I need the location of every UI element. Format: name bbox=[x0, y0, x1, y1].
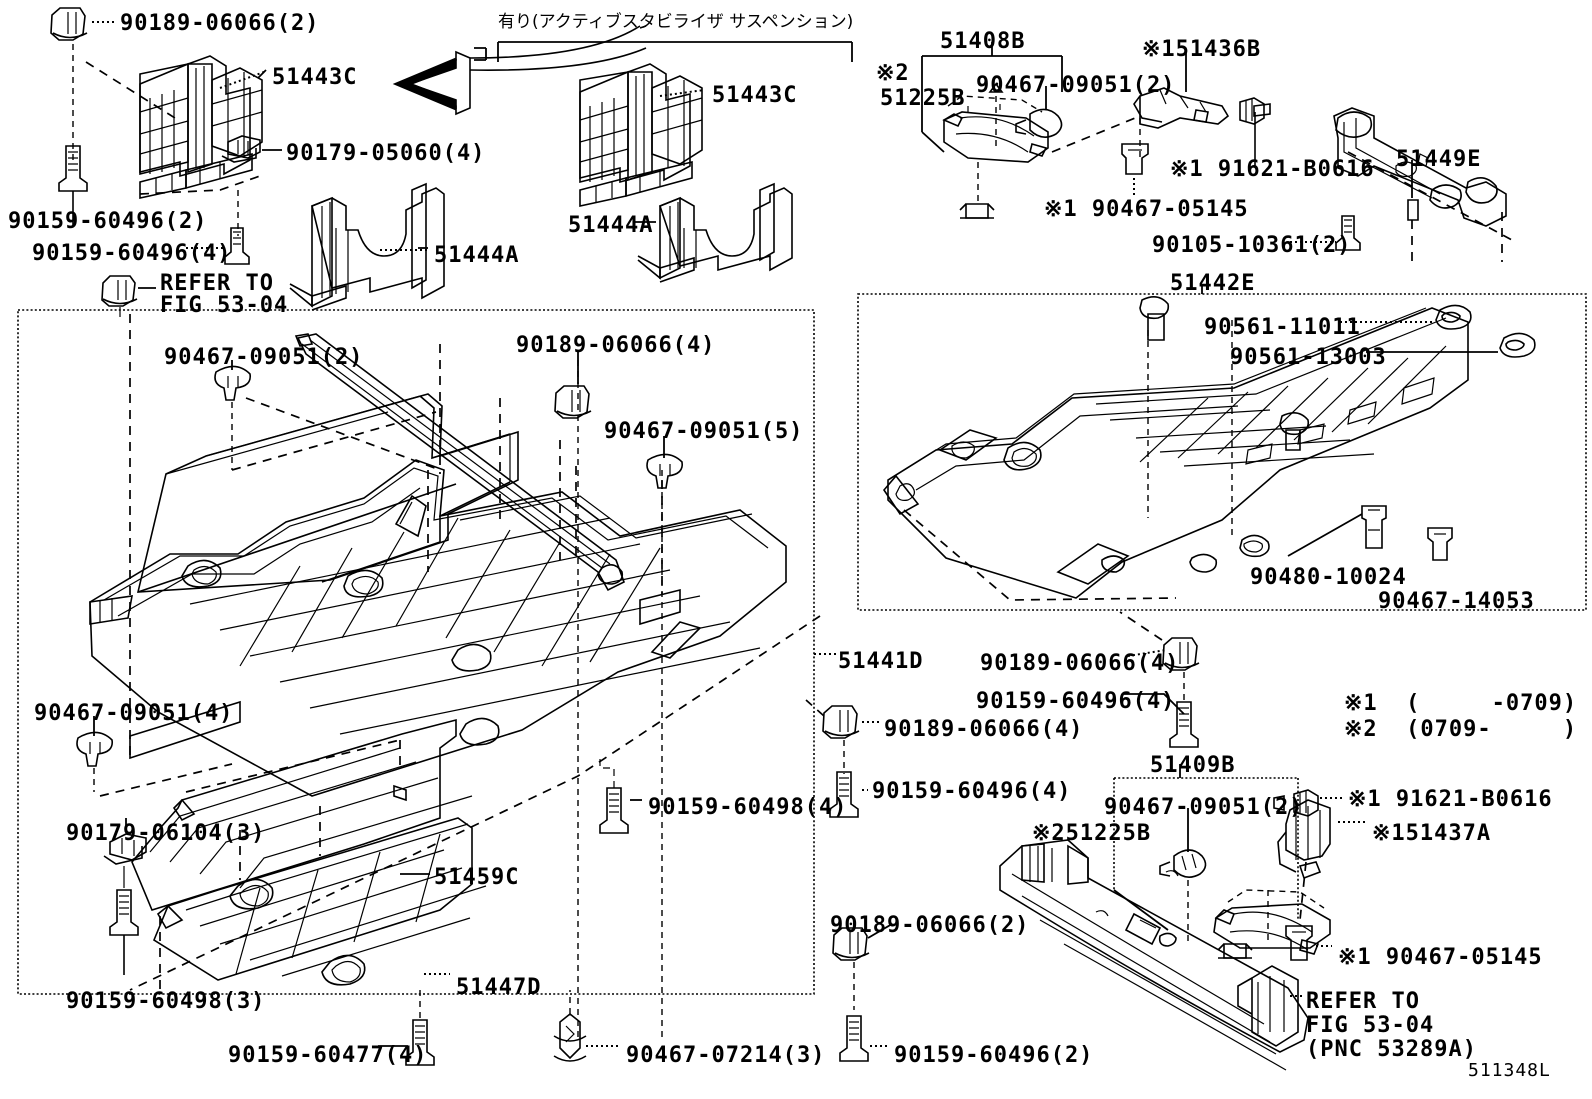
part-90480-10024 bbox=[1361, 505, 1387, 549]
label-51409B: 51409B bbox=[1150, 753, 1236, 778]
part-51444A-center bbox=[637, 182, 793, 283]
label-note2-marker-51225B: ※2 bbox=[876, 61, 910, 86]
label-90159-60496-4-r1: 90159-60496(4) bbox=[976, 689, 1176, 714]
part-lower-deflector bbox=[999, 839, 1309, 1071]
part-clip-51409B-lower bbox=[1217, 943, 1253, 959]
label-51408B: 51408B bbox=[940, 29, 1026, 54]
label-90561-11011: 90561-11011 bbox=[1204, 315, 1361, 340]
label-51225B-top: 51225B bbox=[880, 86, 966, 111]
part-bolt-90159-60498-4 bbox=[599, 787, 629, 834]
part-clip-90189-06066-4-r2 bbox=[822, 705, 860, 739]
label-fig-53-04-left: FIG 53-04 bbox=[160, 293, 289, 318]
part-clip-90189-06066-main bbox=[554, 385, 592, 419]
part-clip-51225B-lower bbox=[959, 203, 995, 219]
label-90467-07214: 90467-07214(3) bbox=[626, 1043, 826, 1068]
label-90189-06066-4-main: 90189-06066(4) bbox=[516, 333, 716, 358]
label-90159-60498-3: 90159-60498(3) bbox=[66, 989, 266, 1014]
flow-arrow bbox=[392, 25, 647, 116]
part-51444A-left bbox=[289, 182, 445, 311]
label-91621-B0616-top: ※1 91621-B0616 bbox=[1170, 157, 1375, 182]
part-51443C-left bbox=[139, 55, 263, 199]
label-51444A-left: 51444A bbox=[434, 243, 520, 268]
label-90159-60496-4-r2: 90159-60496(4) bbox=[872, 779, 1072, 804]
label-90561-13003: 90561-13003 bbox=[1230, 345, 1387, 370]
japanese-caption: 有り(アクティブスタビライザ サスペンション) bbox=[498, 12, 854, 32]
label-51441D: 51441D bbox=[838, 649, 924, 674]
label-fig-53-04-right: FIG 53-04 bbox=[1306, 1013, 1435, 1038]
label-90189-06066-4-r2: 90189-06066(4) bbox=[884, 717, 1084, 742]
part-upper-shield bbox=[136, 393, 519, 593]
part-clip-90179-05060 bbox=[221, 135, 261, 163]
label-51447D: 51447D bbox=[456, 975, 542, 1000]
label-90467-09051-2-main: 90467-09051(2) bbox=[164, 345, 364, 370]
label-51449E: 51449E bbox=[1396, 147, 1482, 172]
label-90159-60498-4: 90159-60498(4) bbox=[648, 795, 848, 820]
label-51225B-lower: ※251225B bbox=[1032, 821, 1152, 846]
label-90467-09051-5-main: 90467-09051(5) bbox=[604, 419, 804, 444]
part-clip-90467-09051-51408B bbox=[1015, 108, 1063, 138]
label-90159-60477: 90159-60477(4) bbox=[228, 1043, 428, 1068]
label-90159-60496-2-bottom: 90159-60496(2) bbox=[894, 1043, 1094, 1068]
label-51443C-center: 51443C bbox=[712, 83, 798, 108]
note-marker-1: ※1 ( -0709) bbox=[1344, 691, 1578, 716]
label-90467-05145-top: ※1 90467-05145 bbox=[1044, 197, 1249, 222]
part-clip-90467-07214 bbox=[553, 1012, 587, 1062]
label-90467-14053: 90467-14053 bbox=[1378, 589, 1535, 614]
jp-caption-bracket bbox=[497, 41, 853, 62]
label-91621-B0616-lower: ※1 91621-B0616 bbox=[1348, 787, 1553, 812]
part-nut-90467-05145-top bbox=[1121, 143, 1149, 175]
label-90467-09051-2-top: 90467-09051(2) bbox=[976, 73, 1176, 98]
part-90467-14053 bbox=[1427, 527, 1453, 561]
part-90561-11011 bbox=[1435, 304, 1472, 330]
label-90467-09051-2-lower: 90467-09051(2) bbox=[1104, 795, 1304, 820]
label-refer-to-right: REFER TO bbox=[1306, 989, 1420, 1014]
label-90189-06066-4-r1: 90189-06066(4) bbox=[980, 651, 1180, 676]
label-90467-05145-lower: ※1 90467-05145 bbox=[1338, 945, 1543, 970]
part-90561-13003 bbox=[1499, 332, 1536, 358]
label-51459C: 51459C bbox=[434, 865, 520, 890]
part-nut-90467-05145-lower bbox=[1285, 925, 1313, 961]
label-90105-10361: 90105-10361(2) bbox=[1152, 233, 1352, 258]
part-clip-refer-fig5304-left bbox=[101, 275, 138, 317]
part-bolt-90159-60496-2-bottom bbox=[839, 1015, 869, 1062]
label-51436B: ※151436B bbox=[1142, 37, 1262, 62]
label-90467-09051-4-bl: 90467-09051(4) bbox=[34, 701, 234, 726]
label-90189-06066-topleft: 90189-06066(2) bbox=[120, 11, 320, 36]
part-clip-90189-06066-topleft bbox=[50, 7, 88, 41]
part-51443C-center bbox=[579, 63, 703, 207]
label-90189-06066-2-bottom: 90189-06066(2) bbox=[830, 913, 1030, 938]
figure-id: 511348L bbox=[1468, 1060, 1551, 1081]
label-pnc-53289a: (PNC 53289A) bbox=[1306, 1037, 1477, 1062]
part-51441D-main bbox=[89, 459, 787, 797]
part-bolt-90159-60498-3 bbox=[109, 889, 139, 975]
label-90179-06104: 90179-06104(3) bbox=[66, 821, 266, 846]
part-51225B-lower bbox=[1213, 889, 1331, 955]
label-90159-60496-4: 90159-60496(4) bbox=[32, 241, 232, 266]
label-90159-60496-2: 90159-60496(2) bbox=[8, 209, 208, 234]
label-51444A-center: 51444A bbox=[568, 213, 654, 238]
part-51459C bbox=[131, 718, 473, 911]
part-brace-strip bbox=[294, 333, 625, 592]
part-clip-90467-09051-2-lower bbox=[1159, 849, 1207, 878]
leader-51443C-left bbox=[257, 69, 267, 79]
label-90480-10024: 90480-10024 bbox=[1250, 565, 1407, 590]
label-refer-to-left: REFER TO bbox=[160, 271, 274, 296]
label-90179-05060: 90179-05060(4) bbox=[286, 141, 486, 166]
part-51442E-panel bbox=[882, 296, 1469, 601]
group-box-main-left bbox=[17, 309, 815, 995]
note-marker-2: ※2 (0709- ) bbox=[1344, 717, 1578, 742]
part-clip-90467-09051-4-bl bbox=[76, 731, 114, 767]
label-51443C-left: 51443C bbox=[272, 65, 358, 90]
part-clip-90467-09051-5-main bbox=[646, 453, 684, 489]
label-51437A: ※151437A bbox=[1372, 821, 1492, 846]
label-51442E: 51442E bbox=[1170, 271, 1256, 296]
